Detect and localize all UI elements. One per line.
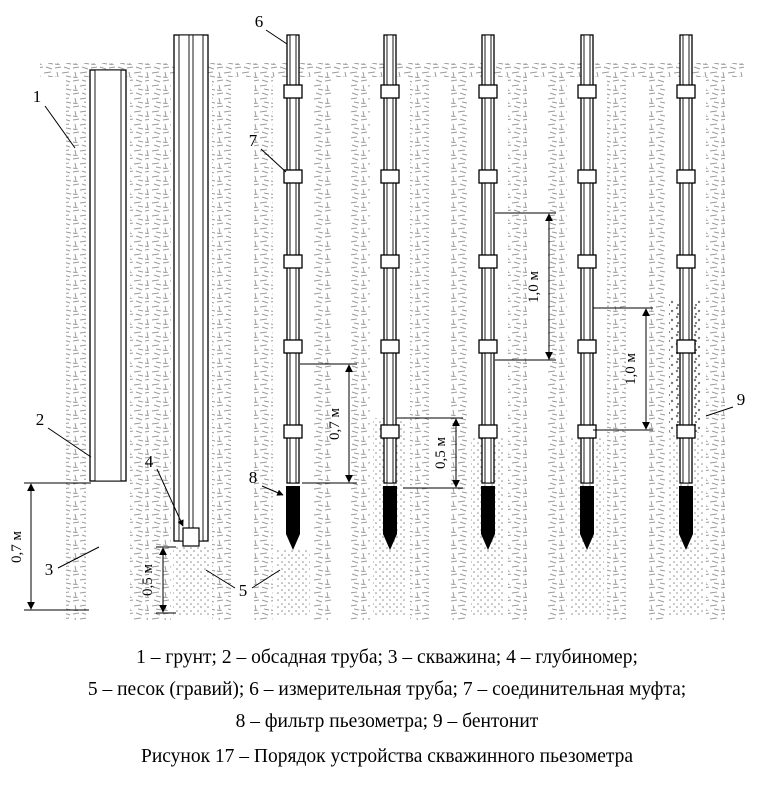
callout-3-label: 3: [45, 560, 54, 579]
measuring-pipe-3: [283, 34, 303, 551]
measuring-pipe-5: [478, 34, 498, 551]
dimension-sand-borehole-2: 0,5 м: [140, 546, 176, 614]
callout-6-measuring-pipe: 6: [255, 12, 288, 45]
callout-8-label: 8: [249, 468, 258, 487]
dim-label-0-5m-4: 0,5 м: [433, 437, 449, 470]
measuring-pipes: [283, 34, 696, 551]
measuring-pipe-6: [577, 34, 597, 551]
figure-legend: 1 – грунт; 2 – обсадная труба; 3 – скваж…: [88, 647, 686, 732]
sand-borehole-2: [173, 546, 209, 616]
sand-borehole-3: [276, 550, 310, 616]
legend-line-2: 5 – песок (гравий); 6 – измерительная тр…: [88, 679, 686, 700]
callout-2-casing-pipe: 2: [36, 410, 92, 458]
callout-4-label: 4: [145, 452, 154, 471]
dim-label-0-7m-3: 0,7 м: [327, 408, 343, 441]
dimension-borehole-4: 0,5 м: [397, 417, 463, 489]
figure-caption: Рисунок 17 – Порядок устройства скважинн…: [141, 746, 633, 767]
depth-gauge-weight: [182, 527, 200, 547]
dimension-sump-borehole-1: 0,7 м: [9, 482, 91, 611]
callout-8-filter: 8: [249, 468, 284, 496]
measuring-pipe-4: [380, 34, 400, 551]
callout-1-label: 1: [33, 87, 42, 106]
dim-label-0-5m-2: 0,5 м: [140, 564, 156, 597]
dim-label-1-0m-5: 1,0 м: [526, 271, 542, 304]
callout-5-sand: 5: [205, 569, 281, 600]
dimension-borehole-3: 0,7 м: [300, 363, 357, 484]
dim-label-1-0m-6: 1,0 м: [623, 353, 639, 386]
legend-line-1: 1 – грунт; 2 – обсадная труба; 3 – скваж…: [136, 647, 638, 668]
legend-line-3: 8 – фильтр пьезометра; 9 – бентонит: [236, 711, 539, 732]
callout-4-depth-gauge: 4: [145, 452, 184, 527]
dimension-bentonite: 1,0 м: [593, 307, 653, 431]
callout-3-borehole: 3: [45, 546, 100, 579]
callout-9-label: 9: [737, 390, 746, 409]
dim-label-0-7m-1: 0,7 м: [9, 531, 25, 564]
callout-6-label: 6: [255, 12, 264, 31]
callout-7-label: 7: [249, 131, 258, 150]
dimension-borehole-5: 1,0 м: [495, 212, 556, 361]
callout-7-coupling: 7: [249, 131, 287, 173]
callout-2-label: 2: [36, 410, 45, 429]
borehole-2-depth-gauge: [173, 34, 209, 547]
borehole-1-casing: [89, 69, 127, 482]
callout-5-label: 5: [239, 581, 248, 600]
callout-9-bentonite: 9: [705, 390, 746, 417]
callout-1-soil: 1: [33, 87, 76, 149]
measuring-pipe-7: [676, 34, 696, 551]
depth-gauge-rod: [188, 34, 194, 529]
